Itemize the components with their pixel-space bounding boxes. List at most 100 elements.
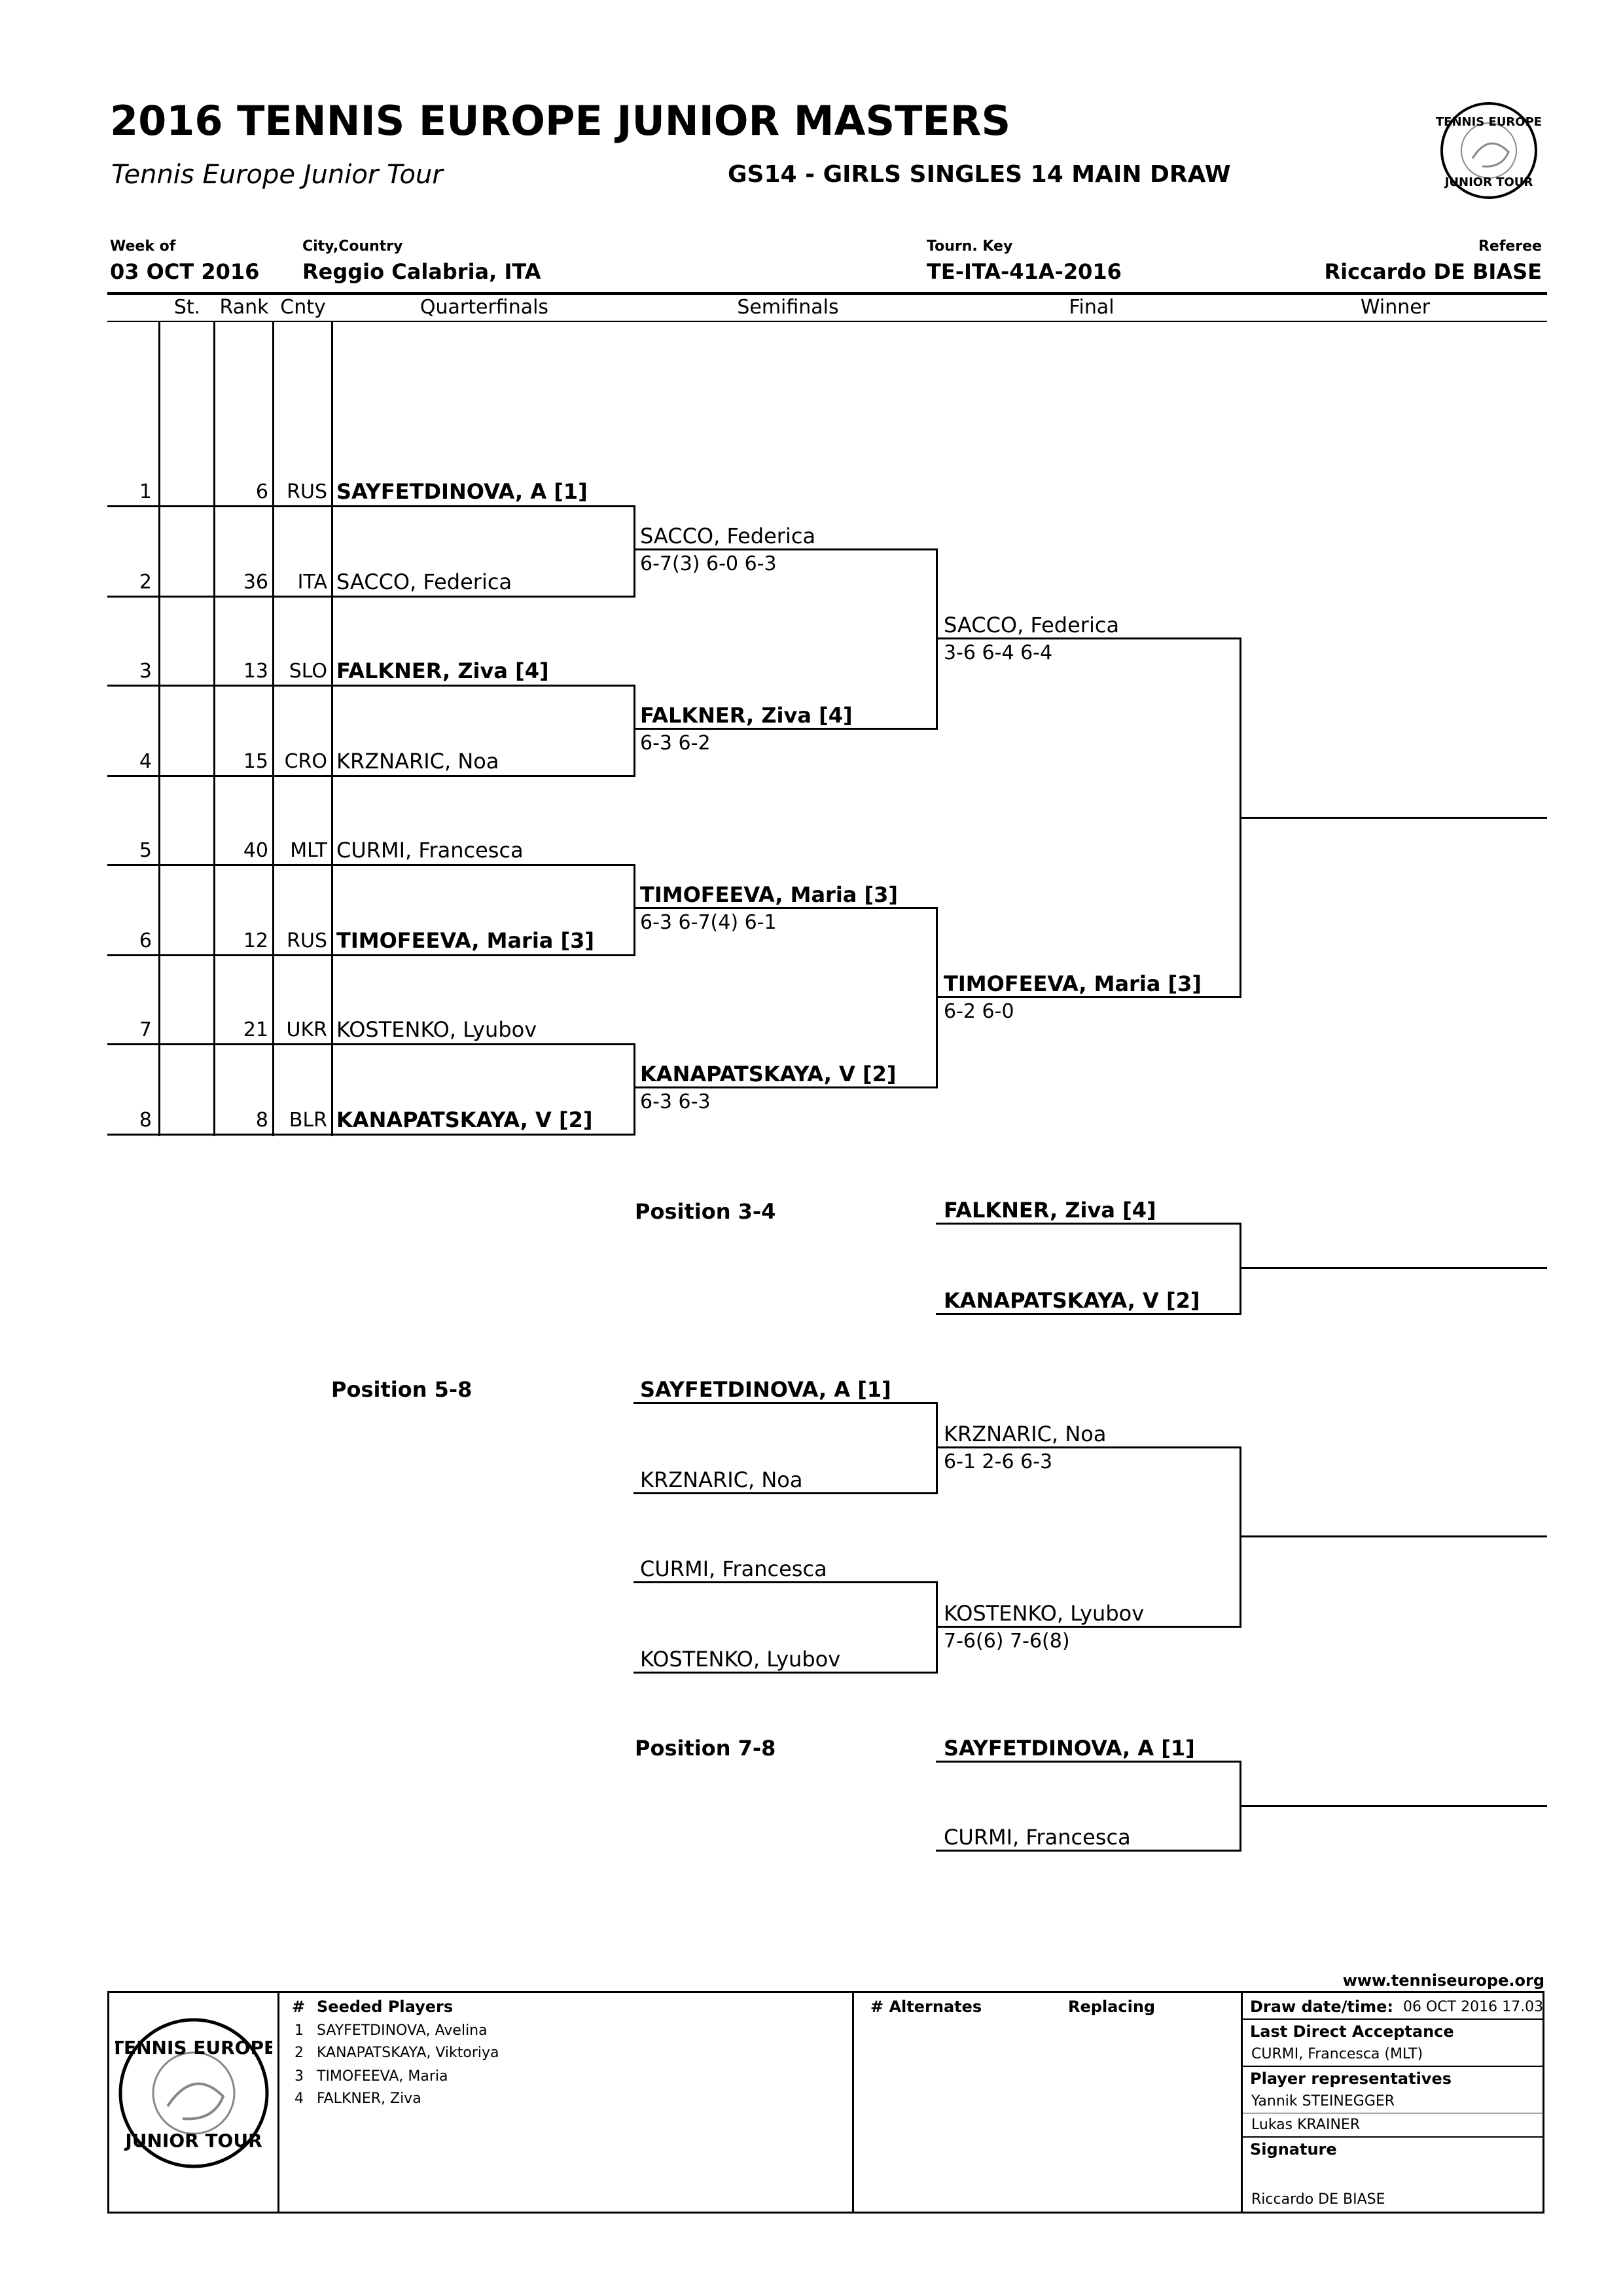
seed-name: KANAPATSKAYA, Viktoriya	[317, 2045, 499, 2061]
semifinal-player: FALKNER, Ziva [4]	[640, 703, 853, 728]
info-divider	[1241, 2066, 1544, 2067]
bracket-line	[633, 1492, 937, 1494]
entry-rank: 13	[243, 660, 268, 683]
semifinal-line	[633, 728, 937, 730]
alternates-title: # Alternates	[870, 1998, 982, 2016]
tour-subtitle: Tennis Europe Junior Tour	[111, 160, 443, 190]
entry-country: BLR	[289, 1109, 327, 1132]
position-5-8-player: KOSTENKO, Lyubov	[640, 1647, 841, 1672]
bracket-line	[633, 1581, 937, 1583]
col-semifinals: Semifinals	[737, 296, 839, 319]
position-7-8-player: CURMI, Francesca	[944, 1825, 1131, 1850]
svg-text:JUNIOR TOUR: JUNIOR TOUR	[124, 2130, 262, 2151]
final-line	[936, 637, 1241, 639]
entry-player-name: FALKNER, Ziva [4]	[336, 658, 549, 683]
entry-country: MLT	[290, 839, 327, 862]
final-score: 3-6 6-4 6-4	[944, 641, 1053, 664]
entry-line	[107, 775, 635, 777]
position-3-4-player: KANAPATSKAYA, V [2]	[944, 1288, 1200, 1313]
semifinal-line	[633, 907, 937, 909]
bracket-line	[936, 1313, 1241, 1315]
seed-number: 1	[294, 2022, 304, 2039]
position-3-4-result-line	[1240, 1267, 1547, 1269]
entry-line	[107, 596, 635, 598]
position-5-6-result-line	[1240, 1535, 1547, 1537]
position-5-8-player: CURMI, Francesca	[640, 1556, 827, 1581]
entry-st: 5	[139, 839, 152, 862]
bracket-connector	[633, 864, 635, 956]
position-5-8-winner: KRZNARIC, Noa	[944, 1422, 1107, 1446]
final-player: SACCO, Federica	[944, 613, 1120, 637]
entry-country: RUS	[287, 480, 327, 503]
entry-rank: 12	[243, 929, 268, 952]
tennis-europe-footer-logo: TENNIS EUROPE JUNIOR TOUR	[115, 2018, 272, 2168]
entry-country: SLO	[289, 660, 327, 683]
bracket-line	[936, 1626, 1241, 1628]
entry-rank: 36	[243, 571, 268, 594]
info-divider	[1241, 2136, 1544, 2138]
svg-text:JUNIOR TOUR: JUNIOR TOUR	[1444, 175, 1533, 189]
bracket-connector	[633, 1043, 635, 1136]
entry-st: 7	[139, 1018, 152, 1041]
entry-line	[107, 505, 635, 507]
entry-player-name: CURMI, Francesca	[336, 838, 524, 863]
tourn-key-label: Tourn. Key	[927, 238, 1013, 255]
entry-line	[107, 1134, 635, 1136]
table-vline	[213, 321, 215, 1136]
semifinal-line	[633, 548, 937, 550]
semifinal-score: 6-7(3) 6-0 6-3	[640, 552, 777, 575]
table-vline	[331, 321, 333, 1136]
entry-line	[107, 954, 635, 956]
col-quarterfinals: Quarterfinals	[419, 296, 549, 319]
entry-st: 2	[139, 571, 152, 594]
position-5-8-winner: KOSTENKO, Lyubov	[944, 1601, 1145, 1626]
col-rank: Rank	[219, 296, 269, 319]
player-representative: Yannik STEINEGGER	[1251, 2093, 1395, 2109]
col-cnty: Cnty	[280, 296, 326, 319]
header-divider	[107, 292, 1547, 295]
city-value: Reggio Calabria, ITA	[302, 259, 541, 284]
table-vline	[272, 321, 274, 1136]
entry-country: CRO	[284, 750, 327, 773]
semifinal-player: SACCO, Federica	[640, 524, 816, 548]
position-7-8-result-line	[1240, 1805, 1547, 1807]
position-7-8-label: Position 7-8	[635, 1736, 776, 1761]
city-label: City,Country	[302, 238, 403, 255]
semifinal-score: 6-3 6-7(4) 6-1	[640, 911, 777, 934]
entry-country: RUS	[287, 929, 327, 952]
entry-player-name: KRZNARIC, Noa	[336, 749, 499, 774]
seed-number: 2	[294, 2045, 304, 2061]
entry-line	[107, 685, 635, 687]
footer-divider	[852, 1991, 854, 2214]
bracket-line	[936, 1223, 1241, 1225]
svg-text:TENNIS EUROPE: TENNIS EUROPE	[1436, 115, 1542, 129]
col-st: St.	[173, 296, 201, 319]
draw-date-label: Draw date/time:	[1250, 1998, 1393, 2016]
position-3-4-player: FALKNER, Ziva [4]	[944, 1198, 1156, 1223]
last-direct-acceptance-label: Last Direct Acceptance	[1250, 2022, 1454, 2041]
referee-value: Riccardo DE BIASE	[1324, 259, 1542, 284]
website-link[interactable]: www.tenniseurope.org	[1342, 1971, 1544, 1990]
entry-st: 3	[139, 660, 152, 683]
position-5-8-player: SAYFETDINOVA, A [1]	[640, 1377, 891, 1402]
week-label: Week of	[110, 238, 176, 255]
player-representatives-label: Player representatives	[1250, 2070, 1452, 2088]
svg-text:TENNIS EUROPE: TENNIS EUROPE	[115, 2037, 272, 2058]
final-line	[936, 996, 1241, 998]
position-3-4-label: Position 3-4	[635, 1199, 776, 1224]
position-5-8-player: KRZNARIC, Noa	[640, 1467, 803, 1492]
entry-line	[107, 864, 635, 866]
seed-number: 3	[294, 2068, 304, 2085]
bracket-line	[936, 1761, 1241, 1763]
footer-box	[107, 1991, 1544, 2214]
entry-country: UKR	[286, 1018, 327, 1041]
tennis-europe-logo: TENNIS EUROPE JUNIOR TOUR	[1436, 102, 1542, 199]
entry-player-name: SACCO, Federica	[336, 569, 512, 594]
draw-date-value: 06 OCT 2016 17.03	[1403, 1999, 1544, 2015]
position-5-8-score: 6-1 2-6 6-3	[944, 1450, 1053, 1473]
entry-country: ITA	[297, 571, 327, 594]
entry-player-name: KOSTENKO, Lyubov	[336, 1017, 537, 1042]
semifinal-player: KANAPATSKAYA, V [2]	[640, 1062, 897, 1086]
entry-rank: 6	[255, 480, 268, 503]
info-divider	[1241, 2018, 1544, 2020]
